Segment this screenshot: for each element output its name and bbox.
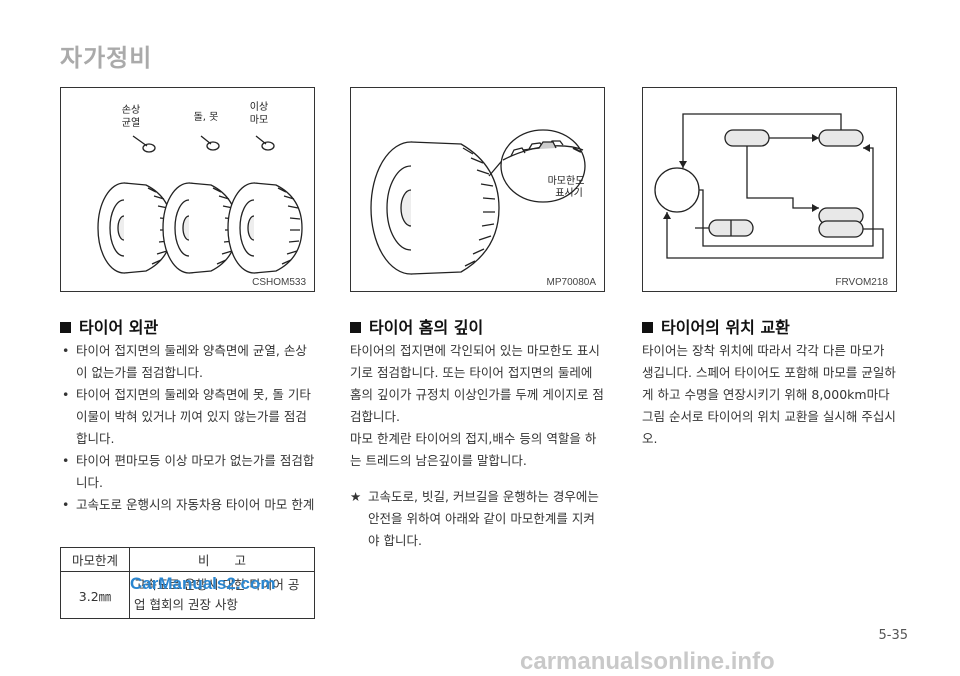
list-item: 고속도로 운행시의 자동차용 타이어 마모 한계 — [60, 494, 318, 516]
label-cut-line2: 균열 — [122, 117, 140, 129]
tread-depth-text: 타이어의 접지면에 각인되어 있는 마모한도 표시기로 점검합니다. 또는 타이… — [350, 340, 606, 552]
list-item: 타이어 접지면의 둘레와 양측면에 못, 돌 기타 이물이 박혀 있거나 끼여 … — [60, 384, 318, 450]
figure-code: MP70080A — [546, 277, 596, 288]
label-indicator-line1: 마모한도 — [548, 175, 585, 187]
paragraph: 마모 한계란 타이어의 접지,배수 등의 역할을 하는 트레드의 남은깊이를 말… — [350, 431, 597, 468]
figure-code: CSHOM533 — [252, 277, 306, 288]
paragraph: 타이어의 접지면에 각인되어 있는 마모한도 표시기로 점검합니다. 또는 타이… — [350, 343, 604, 424]
table-header: 비 고 — [129, 547, 315, 572]
rotation-text: 타이어는 장착 위치에 따라서 각각 다른 마모가 생깁니다. 스페어 타이어도… — [642, 340, 898, 450]
list-item: 타이어 접지면의 둘레와 양측면에 균열, 손상이 없는가를 점검합니다. — [60, 340, 318, 384]
highway-note: ★ 고속도로, 빗길, 커브길을 운행하는 경우에는 안전을 위하여 아래와 같… — [350, 486, 606, 552]
appearance-checklist: 타이어 접지면의 둘레와 양측면에 균열, 손상이 없는가를 점검합니다. 타이… — [60, 340, 318, 516]
watermark-carmanuals2: CarManuals2.com — [130, 574, 276, 593]
tire-damage-illustration: 손상 균열 돌, 못 이상 마모 — [97, 101, 303, 274]
heading-tire-rotation: 타이어의 위치 교환 — [642, 314, 790, 338]
table-cell-note: 고속도로 운행시 대한 타이어 공업 협회의 권장 사항 — [129, 571, 315, 619]
square-bullet-icon — [350, 322, 361, 333]
label-stone: 돌, 못 — [194, 111, 219, 123]
watermark-carmanualsonline: carmanualsonline.info — [520, 648, 775, 675]
label-cut-line1: 손상 — [122, 104, 140, 116]
figure-code: FRVOM218 — [835, 277, 888, 288]
star-icon: ★ — [350, 489, 362, 504]
list-item: 타이어 편마모등 이상 마모가 없는가를 점검합니다. — [60, 450, 318, 494]
table-header: 마모한계 — [60, 547, 130, 572]
wear-limit-table: 마모한계 비 고 3.2㎜ 고속도로 운행시 대한 타이어 공업 협회의 권장 … — [60, 547, 315, 619]
label-indicator-line2: 표시기 — [555, 187, 583, 199]
table-cell-value: 3.2㎜ — [60, 571, 130, 619]
page-title: 자가정비 — [60, 44, 153, 72]
rotation-diagram — [654, 113, 884, 259]
page-number: 5-35 — [878, 628, 908, 643]
figure-tread-depth: 마모한도 표시기 MP70080A — [350, 87, 605, 292]
figure-tire-rotation: FRVOM218 — [642, 87, 897, 292]
square-bullet-icon — [60, 322, 71, 333]
heading-tread-depth: 타이어 홈의 깊이 — [350, 314, 483, 338]
square-bullet-icon — [642, 322, 653, 333]
figure-tire-appearance: 손상 균열 돌, 못 이상 마모 CSHOM533 — [60, 87, 315, 292]
heading-tire-appearance: 타이어 외관 — [60, 314, 158, 338]
tread-indicator-illustration: 마모한도 표시기 — [370, 129, 586, 275]
label-wear-line1: 이상 — [250, 101, 268, 113]
label-wear-line2: 마모 — [250, 114, 268, 126]
paragraph: 타이어는 장착 위치에 따라서 각각 다른 마모가 생깁니다. 스페어 타이어도… — [642, 343, 896, 446]
